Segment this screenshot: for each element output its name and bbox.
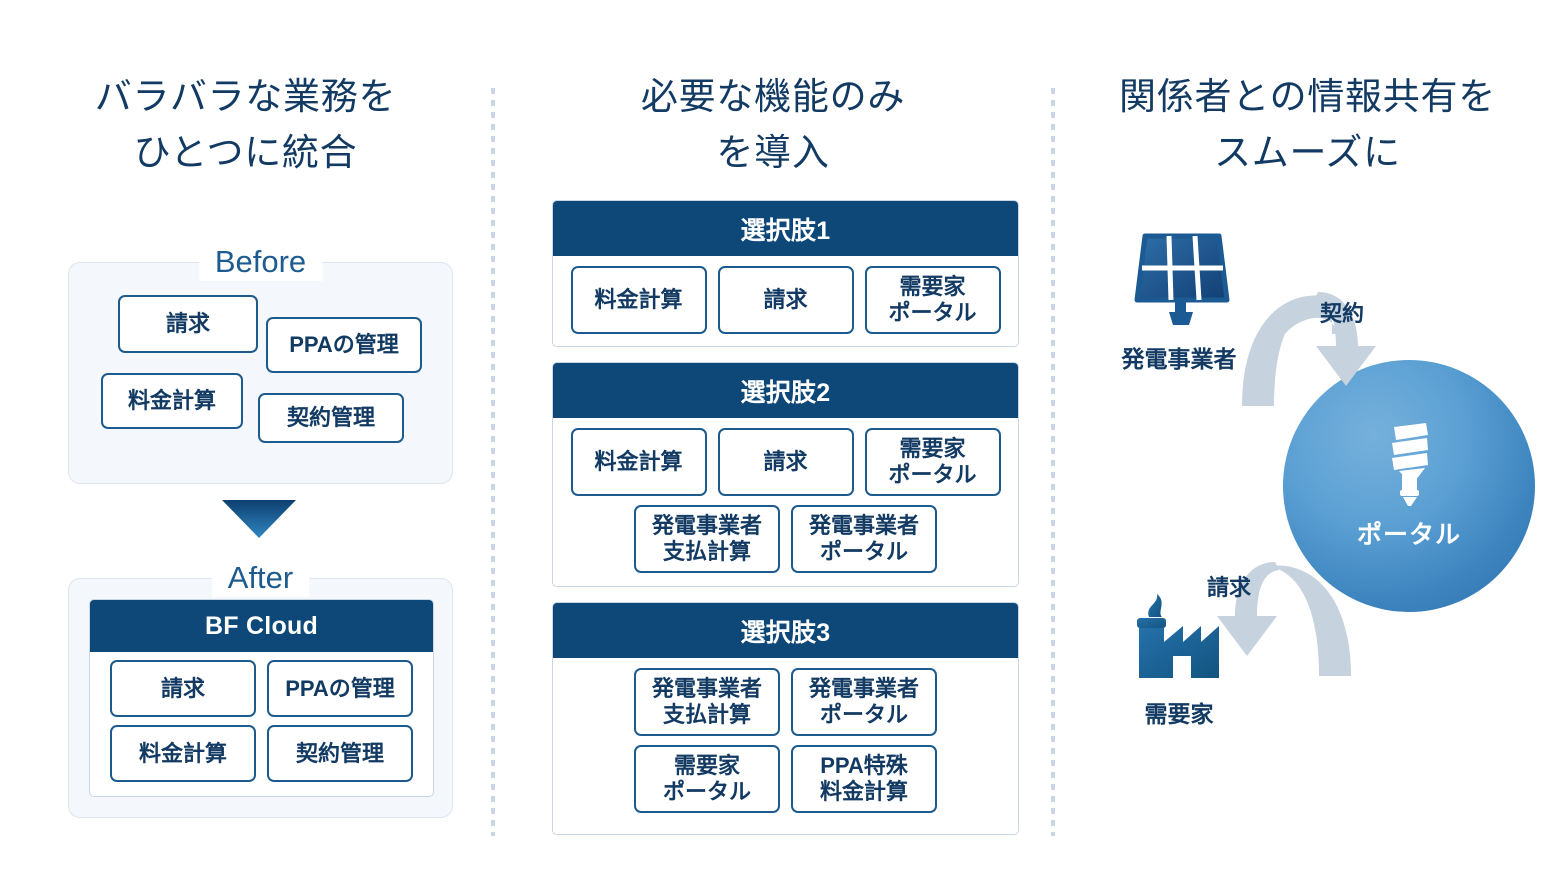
before-chip: PPAの管理: [266, 317, 422, 373]
portal-label: ポータル: [1356, 521, 1461, 549]
card-row: 発電事業者 支払計算 発電事業者 ポータル: [634, 505, 937, 573]
feature-chip: PPA特殊 料金計算: [791, 745, 937, 813]
column-divider-right: [1051, 88, 1055, 836]
portal-node: ポータル: [1283, 360, 1535, 612]
down-triangle-arrow-icon: [222, 500, 296, 538]
option-feature-list: 発電事業者 支払計算 発電事業者 ポータル 需要家 ポータル PPA特殊 料金計…: [553, 658, 1018, 834]
option-card-3: 選択肢3 発電事業者 支払計算 発電事業者 ポータル 需要家 ポータル PPA特…: [552, 602, 1019, 835]
before-legend: Before: [198, 243, 323, 281]
flow-label-contract: 契約: [1320, 301, 1365, 326]
after-group-box: After BF Cloud 請求 PPAの管理 料金計算 契約管理: [68, 559, 453, 818]
feature-chip: 料金計算: [570, 428, 707, 496]
bf-cloud-header: BF Cloud: [90, 600, 433, 652]
feature-chip: 請求: [717, 428, 854, 496]
card-row: 料金計算 請求 需要家 ポータル: [570, 428, 1001, 496]
curved-arrow-down-right-icon: [1242, 292, 1376, 406]
flow-label-invoice: 請求: [1207, 575, 1252, 600]
column-title-left: バラバラな業務を ひとつに統合: [94, 77, 397, 174]
option-header: 選択肢3: [553, 603, 1018, 658]
feature-chip: 発電事業者 ポータル: [791, 505, 937, 573]
option-card-1: 選択肢1 料金計算 請求 需要家 ポータル: [552, 200, 1019, 347]
feature-chip: PPAの管理: [267, 660, 413, 717]
lightbulb-icon: [1392, 423, 1428, 506]
card-row: 料金計算 契約管理: [110, 725, 413, 782]
feature-chip: 料金計算: [110, 725, 256, 782]
feature-chip: 請求: [717, 266, 854, 334]
option-header: 選択肢1: [553, 201, 1018, 256]
card-row: 発電事業者 支払計算 発電事業者 ポータル: [634, 668, 937, 736]
bf-cloud-card: BF Cloud 請求 PPAの管理 料金計算 契約管理: [89, 599, 434, 797]
stakeholder-flow-diagram: 発電事業者 需要家: [1055, 200, 1560, 840]
feature-chip: 契約管理: [267, 725, 413, 782]
option-feature-list: 料金計算 請求 需要家 ポータル: [553, 256, 1018, 346]
feature-chip: 料金計算: [570, 266, 707, 334]
feature-chip: 発電事業者 支払計算: [634, 668, 780, 736]
curved-arrow-down-left-icon: [1217, 562, 1351, 676]
feature-chip: 発電事業者 ポータル: [791, 668, 937, 736]
feature-chip: 需要家 ポータル: [634, 745, 780, 813]
card-row: 請求 PPAの管理: [110, 660, 413, 717]
column-integration: バラバラな業務を ひとつに統合 Before 請求 PPAの管理 料金計算 契約…: [0, 0, 491, 878]
option-feature-list: 料金計算 請求 需要家 ポータル 発電事業者 支払計算 発電事業者 ポータル: [553, 418, 1018, 586]
card-row: 料金計算 請求 需要家 ポータル: [570, 266, 1001, 334]
bf-cloud-feature-list: 請求 PPAの管理 料金計算 契約管理: [90, 652, 433, 796]
factory-icon: [1137, 594, 1219, 678]
before-chip: 契約管理: [258, 393, 404, 443]
generator-label: 発電事業者: [1121, 346, 1237, 372]
column-title-right: 関係者との情報共有を スムーズに: [1118, 77, 1497, 174]
feature-chip: 発電事業者 支払計算: [634, 505, 780, 573]
option-header: 選択肢2: [553, 363, 1018, 418]
feature-chip: 需要家 ポータル: [864, 428, 1001, 496]
before-chip: 請求: [118, 295, 258, 353]
after-legend: After: [211, 559, 310, 597]
column-sharing: 関係者との情報共有を スムーズに 発電事業者: [1055, 0, 1560, 878]
feature-chip: 請求: [110, 660, 256, 717]
column-title-middle: 必要な機能のみ を導入: [640, 77, 906, 174]
solar-panel-icon: [1134, 233, 1230, 325]
option-card-2: 選択肢2 料金計算 請求 需要家 ポータル 発電事業者 支払計算 発電事業者 ポ…: [552, 362, 1019, 587]
column-divider-left: [491, 88, 495, 836]
card-row: 需要家 ポータル PPA特殊 料金計算: [634, 745, 937, 813]
consumer-label: 需要家: [1144, 701, 1214, 727]
feature-chip: 需要家 ポータル: [864, 266, 1001, 334]
before-chip: 料金計算: [101, 373, 243, 429]
column-options: 必要な機能のみ を導入 選択肢1 料金計算 請求 需要家 ポータル 選択肢2 料…: [495, 0, 1051, 878]
